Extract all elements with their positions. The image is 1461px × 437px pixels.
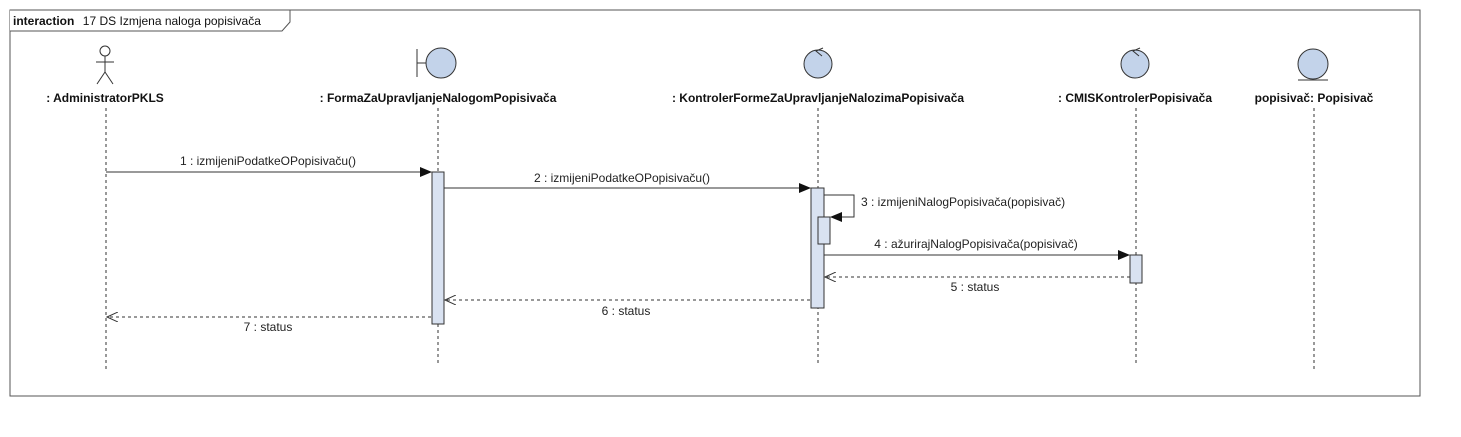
message-2: 2 : izmijeniPodatkeOPopisivaču() <box>444 171 811 193</box>
lifeline-label-forma: : FormaZaUpravljanjeNalogomPopisivača <box>320 91 557 105</box>
message-7: 7 : status <box>107 317 431 334</box>
message-label-2: 2 : izmijeniPodatkeOPopisivaču() <box>534 171 710 185</box>
actor-icon <box>96 45 114 85</box>
message-3: 3 : izmijeniNalogPopisivača(popisivač) <box>824 194 1065 222</box>
message-label-6: 6 : status <box>602 304 651 318</box>
lifeline-entitet: popisivač: Popisivač <box>1255 48 1374 372</box>
lifeline-label-entitet: popisivač: Popisivač <box>1255 91 1374 105</box>
activation-bar-cmis <box>1129 254 1143 284</box>
activation-bar-kontroler-nested <box>817 216 831 245</box>
lifeline-admin: : AdministratorPKLS <box>46 45 164 372</box>
message-arrow-3 <box>824 194 855 222</box>
frame-name: 17 DS Izmjena naloga popisivača <box>83 14 261 28</box>
message-label-4: 4 : ažurirajNalogPopisivača(popisivač) <box>874 237 1077 251</box>
message-5: 5 : status <box>825 277 1130 294</box>
lifeline-label-admin: : AdministratorPKLS <box>46 91 164 105</box>
control-icon <box>1120 47 1150 79</box>
interaction-frame <box>9 9 1421 397</box>
activation-bar-forma <box>431 171 445 325</box>
message-label-5: 5 : status <box>951 280 1000 294</box>
message-6: 6 : status <box>445 300 810 318</box>
frame-header-tab <box>10 9 291 32</box>
message-label-7: 7 : status <box>244 320 293 334</box>
frame-header-label: interaction 17 DS Izmjena naloga popisiv… <box>13 12 261 29</box>
control-icon <box>803 47 833 79</box>
lifeline-forma: : FormaZaUpravljanjeNalogomPopisivača <box>320 47 557 366</box>
lifeline-cmis: : CMISKontrolerPopisivača <box>1058 47 1212 366</box>
lifeline-kontroler: : KontrolerFormeZaUpravljanjeNalozimaPop… <box>672 47 964 366</box>
frame-keyword: interaction <box>13 14 74 28</box>
lifeline-label-cmis: : CMISKontrolerPopisivača <box>1058 91 1212 105</box>
message-label-1: 1 : izmijeniPodatkeOPopisivaču() <box>180 154 356 168</box>
message-label-3: 3 : izmijeniNalogPopisivača(popisivač) <box>861 195 1065 209</box>
lifeline-label-kontroler: : KontrolerFormeZaUpravljanjeNalozimaPop… <box>672 91 964 105</box>
message-4: 4 : ažurirajNalogPopisivača(popisivač) <box>824 237 1130 260</box>
boundary-icon <box>416 47 457 79</box>
entity-icon <box>1297 48 1329 81</box>
activation-bar-kontroler <box>810 187 825 309</box>
message-1: 1 : izmijeniPodatkeOPopisivaču() <box>106 154 432 177</box>
